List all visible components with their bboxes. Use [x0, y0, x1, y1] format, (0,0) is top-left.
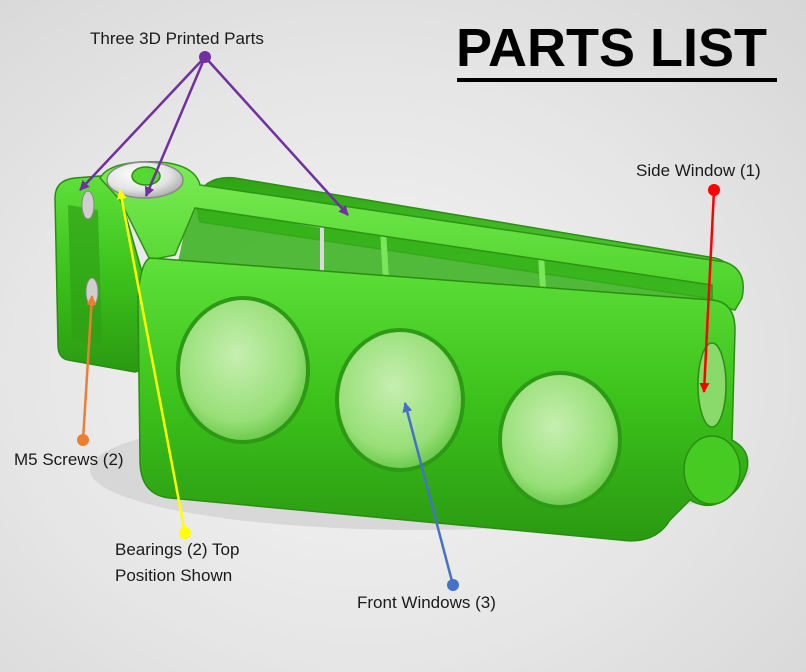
m5-screws-dot	[77, 434, 89, 446]
front-window-1	[176, 296, 310, 444]
page-title: PARTS LIST	[456, 18, 768, 78]
bearings-arrow	[116, 189, 187, 534]
label-front-windows: Front Windows (3)	[357, 593, 496, 612]
side-window-arrow	[699, 189, 716, 393]
title-underline	[457, 78, 777, 82]
bearings-dot	[179, 527, 191, 539]
front-windows-dot	[447, 579, 459, 591]
label-printed-parts: Three 3D Printed Parts	[90, 29, 264, 48]
hinge-slot	[68, 205, 102, 345]
side-tab	[683, 435, 741, 505]
callout-bearings	[116, 189, 191, 539]
label-bearings-line1: Bearings (2) Top	[115, 540, 240, 559]
label-bearings-line2: Position Shown	[115, 566, 233, 585]
m5-screws-arrow	[81, 295, 97, 441]
side-window-opening	[697, 342, 727, 428]
printed-parts-dot	[199, 51, 211, 63]
callout-side-window	[699, 184, 720, 393]
side-window-dot	[708, 184, 720, 196]
front-window-2	[335, 328, 465, 472]
m5-screw-top	[81, 190, 95, 220]
printed-parts-arrow-2	[144, 56, 207, 197]
printed-parts-arrow-3	[204, 56, 349, 216]
front-window-3	[498, 371, 622, 509]
printed-parts-arrow-1	[79, 56, 206, 191]
front-windows-arrow	[402, 402, 455, 586]
callout-front-windows	[402, 402, 459, 591]
printed-housing	[54, 161, 749, 542]
callout-printed-parts	[79, 51, 349, 216]
label-side-window: Side Window (1)	[636, 161, 761, 180]
label-m5-screws: M5 Screws (2)	[14, 450, 124, 469]
callout-m5-screws	[77, 295, 97, 446]
